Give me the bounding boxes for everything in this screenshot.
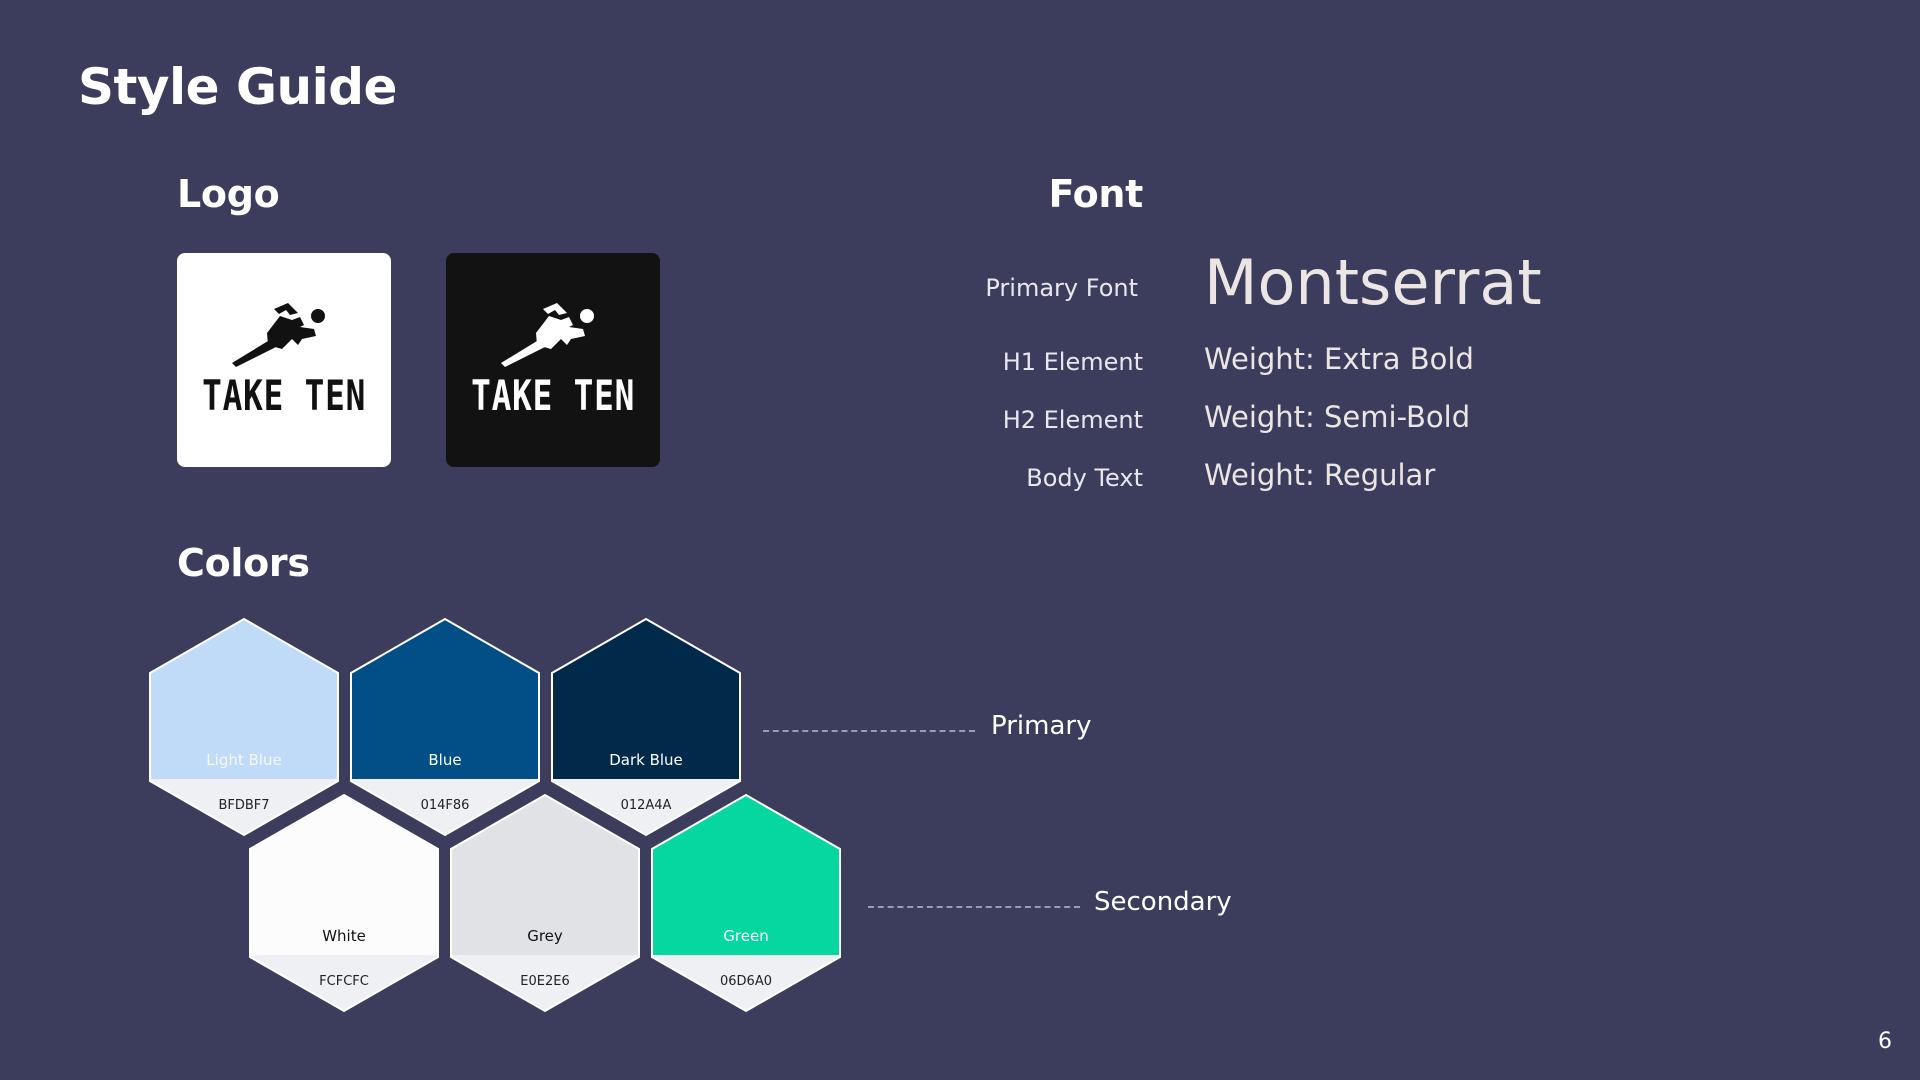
swatch-name: Grey [527,927,563,945]
runner-icon [232,303,336,367]
swatch-outline [249,793,439,1013]
font-row-value-h1: Weight: Extra Bold [1204,342,1474,376]
swatch-hex-code: 012A4A [621,798,672,813]
logo-wordmark: TAKE TEN [470,371,636,420]
swatch-hex-code: E0E2E6 [520,974,569,989]
swatch-hex-code: 014F86 [421,798,470,813]
logo-dark-card: TAKE TEN [446,253,660,467]
swatch-outline [450,793,640,1013]
font-row-value-primary: Montserrat [1204,246,1542,319]
colors-heading: Colors [177,541,310,585]
swatch-hex-code: 06D6A0 [720,974,772,989]
primary-connector-line [763,730,975,732]
secondary-group-label: Secondary [1094,887,1232,917]
swatch-hex-code: BFDBF7 [218,798,269,813]
runner-icon [501,303,605,367]
font-row-label-primary: Primary Font [985,274,1138,302]
swatch-name: Light Blue [206,751,281,769]
swatch-name: Blue [428,751,461,769]
font-row-label-h2: H2 Element [1002,406,1143,434]
logo-heading: Logo [177,172,280,216]
logo-wordmark: TAKE TEN [201,371,367,420]
font-row-label-h1: H1 Element [1002,348,1143,376]
logo-light-card: TAKE TEN [177,253,391,467]
secondary-connector-line [868,906,1080,908]
page-title: Style Guide [78,58,397,116]
swatch-secondary-green: Green 06D6A0 [651,793,841,1013]
swatch-name: Dark Blue [609,751,683,769]
page-number: 6 [1878,1029,1892,1054]
primary-group-label: Primary [991,711,1092,741]
swatch-outline [651,793,841,1013]
swatch-name: Green [723,927,768,945]
swatch-outline [149,617,339,837]
swatch-outline [551,617,741,837]
font-row-label-body: Body Text [1026,464,1143,492]
font-heading: Font [1048,172,1143,216]
font-row-value-h2: Weight: Semi-Bold [1204,400,1471,434]
swatch-primary-blue: Blue 014F86 [350,617,540,837]
swatch-outline [350,617,540,837]
swatch-primary-dark-blue: Dark Blue 012A4A [551,617,741,837]
swatch-hex-code: FCFCFC [319,974,369,989]
swatch-name: White [322,927,366,945]
font-row-value-body: Weight: Regular [1204,458,1436,492]
